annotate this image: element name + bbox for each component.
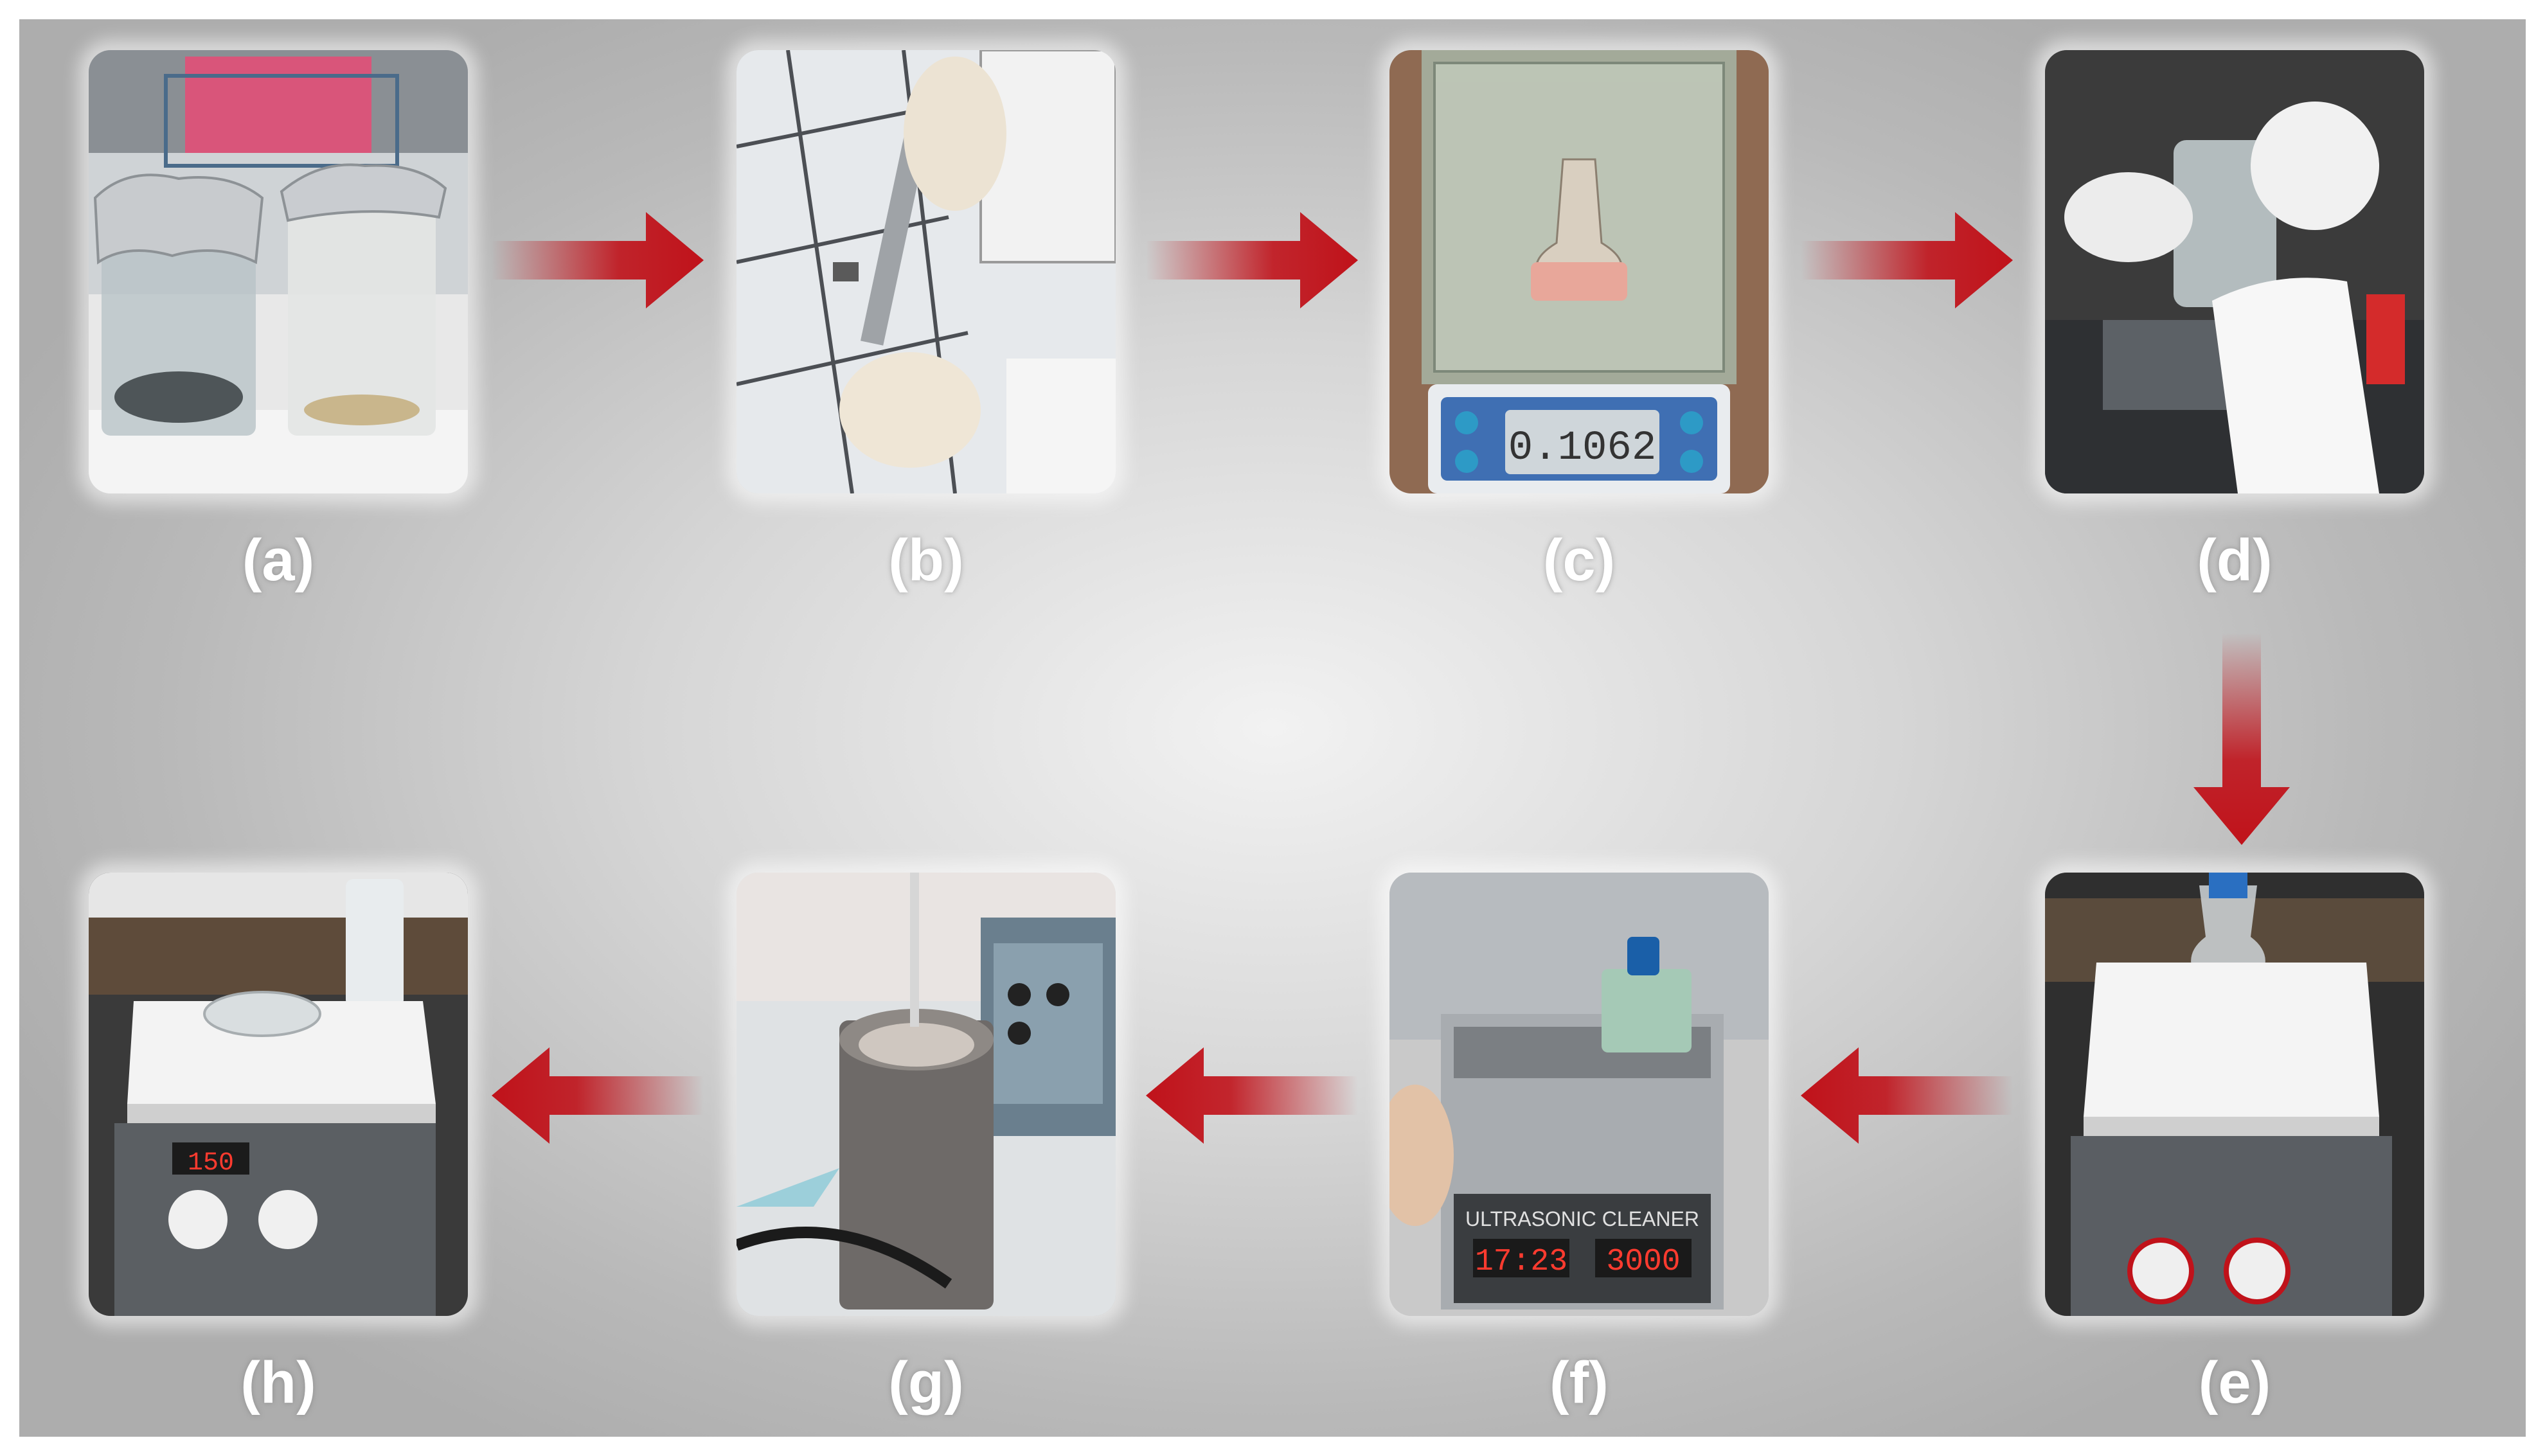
ultrasonic-power-readout: 3000 — [1606, 1245, 1680, 1279]
label-a: (a) — [242, 528, 315, 593]
photo-a-beakers — [89, 50, 468, 493]
photo-f-ultrasonic: ULTRASONIC CLEANER 17:23 3000 — [1389, 873, 1769, 1316]
ultrasonic-illustration: ULTRASONIC CLEANER 17:23 3000 — [1389, 873, 1769, 1316]
ultrasonic-brand-text: ULTRASONIC CLEANER — [1465, 1207, 1699, 1230]
balance-illustration: 0.1062 — [1389, 50, 1769, 493]
label-d: (d) — [2197, 528, 2273, 593]
photo-h-hotplate-dish: 150 — [89, 873, 468, 1316]
arrow-c-to-d — [1801, 212, 2013, 308]
photo-g-autoclave — [737, 873, 1116, 1316]
beakers-illustration — [89, 50, 468, 493]
arrow-e-to-f — [1801, 1047, 2013, 1144]
arrow-g-to-h — [492, 1047, 704, 1144]
label-b: (b) — [888, 528, 964, 593]
arrow-b-to-c — [1146, 212, 1358, 308]
arrow-f-to-g — [1146, 1047, 1358, 1144]
label-f: (f) — [1549, 1350, 1609, 1416]
label-e: (e) — [2198, 1350, 2271, 1416]
hotplate-h-illustration: 150 — [89, 873, 468, 1316]
label-c: (c) — [1542, 528, 1616, 593]
photo-b-cutting-sample — [737, 50, 1116, 493]
photo-c-balance: 0.1062 — [1389, 50, 1769, 493]
hotplate-e-illustration — [2045, 873, 2424, 1316]
photo-d-pouring — [2045, 50, 2424, 493]
figure-panel: 0.1062 — [19, 19, 2526, 1437]
photo-e-hotplate-flask — [2045, 873, 2424, 1316]
ultrasonic-time-readout: 17:23 — [1475, 1245, 1567, 1279]
cutting-illustration — [737, 50, 1116, 493]
pouring-illustration — [2045, 50, 2424, 493]
balance-readout: 0.1062 — [1508, 425, 1656, 472]
arrow-d-to-e — [2193, 633, 2290, 845]
arrow-a-to-b — [492, 212, 704, 308]
label-h: (h) — [240, 1350, 316, 1416]
autoclave-illustration — [737, 873, 1116, 1316]
label-g: (g) — [888, 1350, 964, 1416]
hotplate-temp-readout: 150 — [188, 1149, 234, 1178]
